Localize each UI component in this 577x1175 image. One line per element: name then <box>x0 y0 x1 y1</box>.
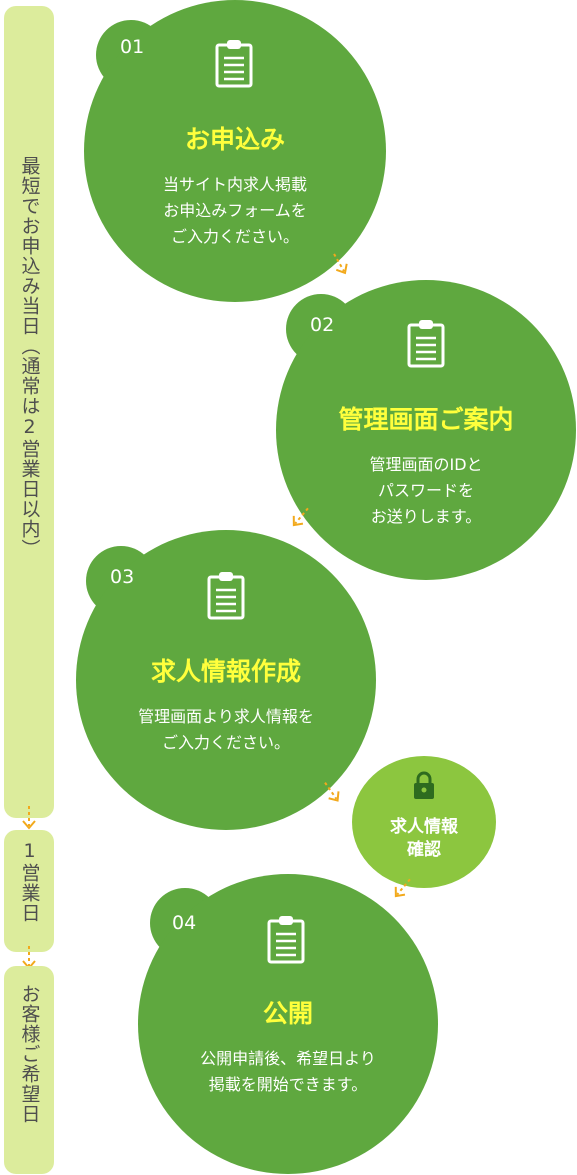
timeline-pill-same-day: 最短でお申込み当日（通常は2営業日以内） <box>4 6 54 818</box>
step-title: 求人情報作成 <box>150 657 301 686</box>
step-number: 04 <box>172 912 197 934</box>
step-description: 管理画面のIDと パスワードを お送りします。 <box>369 455 483 526</box>
timeline-pill-desired-day: お客様ご希望日 <box>4 966 54 1174</box>
step-number: 02 <box>310 314 335 336</box>
step-description: 管理画面より求人情報を ご入力ください。 <box>138 707 314 752</box>
step-number: 01 <box>120 36 145 58</box>
step-number: 03 <box>110 566 135 588</box>
timeline-label-same-day: 最短でお申込み当日（通常は2営業日以内） <box>18 156 41 559</box>
step-title: 公開 <box>262 999 313 1028</box>
arrow-down-right-icon <box>324 781 340 802</box>
step-description: 公開申請後、希望日より 掲載を開始できます。 <box>200 1049 376 1094</box>
step-circle: 01 お申込み 当サイト内求人掲載 お申込みフォームを ご入力ください。 <box>84 0 386 302</box>
arrow-down-left-icon <box>292 507 309 527</box>
clipboard-icon <box>267 916 305 964</box>
lock-icon <box>414 771 434 799</box>
clipboard-icon <box>215 40 253 88</box>
step-description: 当サイト内求人掲載 お申込みフォームを ご入力ください。 <box>162 175 307 246</box>
step-title: 管理画面ご案内 <box>338 405 514 434</box>
timeline-label-one-day: 1営業日 <box>18 840 41 923</box>
timeline-pill-one-day: 1営業日 <box>4 830 54 952</box>
step-circle: 03 求人情報作成 管理画面より求人情報を ご入力ください。 <box>76 530 376 830</box>
check-step-label: 求人情報 確認 <box>390 817 458 860</box>
step-circle: 04 公開 公開申請後、希望日より 掲載を開始できます。 <box>138 874 438 1174</box>
timeline-label-desired-day: お客様ご希望日 <box>18 984 41 1124</box>
clipboard-icon <box>407 320 445 368</box>
arrow-down-left-icon <box>394 878 411 898</box>
arrow-down-icon <box>22 806 36 830</box>
step-title: お申込み <box>184 125 285 154</box>
arrow-down-right-icon <box>333 253 348 275</box>
step-circle: 02 管理画面ご案内 管理画面のIDと パスワードを お送りします。 <box>276 280 576 580</box>
clipboard-icon <box>207 572 245 620</box>
check-step-circle: 求人情報 確認 <box>352 756 496 888</box>
